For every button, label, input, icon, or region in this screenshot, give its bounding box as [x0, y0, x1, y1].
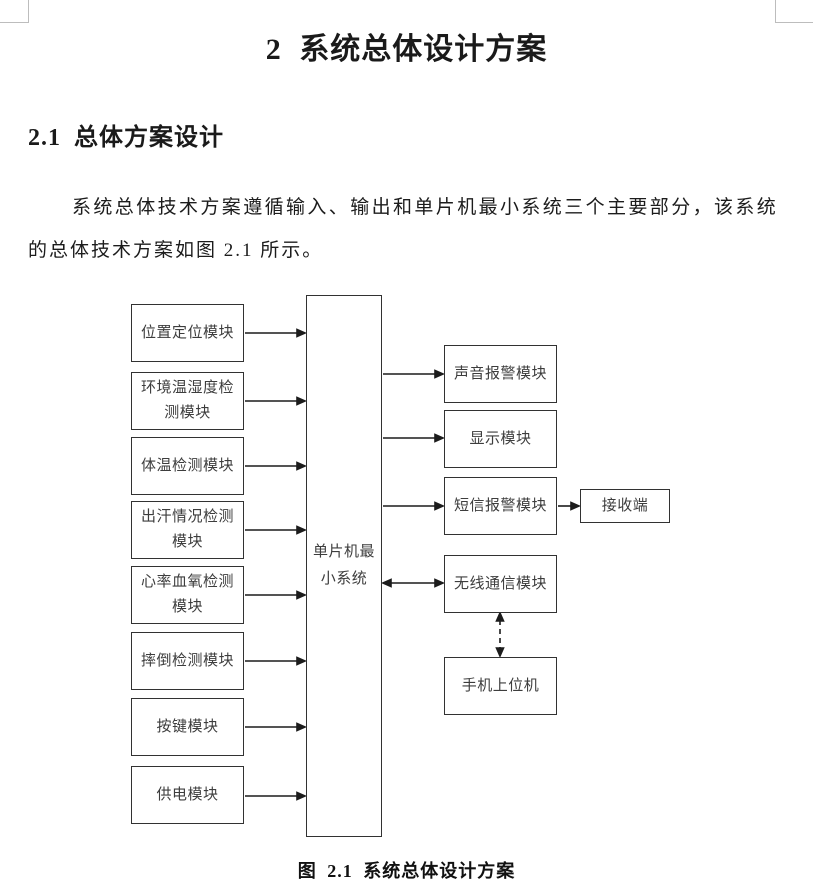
box-label: 短信报警模块: [453, 497, 547, 514]
input-module-box-power: 供电模块: [131, 766, 244, 824]
receiver-box: 接收端: [580, 489, 670, 523]
input-module-box-sweat: 出汗情况检测模块: [131, 501, 244, 559]
input-module-box-heart-rate: 心率血氧检测模块: [131, 566, 244, 624]
box-label: 环境温湿度检测模块: [140, 380, 234, 421]
box-label: 显示模块: [469, 430, 532, 447]
input-module-box-buttons: 按键模块: [131, 698, 244, 756]
box-label: 体温检测模块: [140, 457, 234, 474]
box-label: 心率血氧检测模块: [140, 574, 234, 615]
box-label: 摔倒检测模块: [140, 652, 234, 669]
mcu-minimal-system-box: 单片机最 小系统: [306, 295, 382, 837]
input-module-box-fall-detect: 摔倒检测模块: [131, 632, 244, 690]
box-label-line-1: 单片机最: [312, 544, 375, 560]
box-label: 接收端: [601, 497, 649, 514]
wireless-to-phone-dashed-arrow: [495, 611, 505, 658]
input-module-box-temp-humidity: 环境温湿度检测模块: [131, 372, 244, 430]
body-paragraph-line-2: 的总体技术方案如图 2.1 所示。: [28, 240, 324, 261]
box-label-line-2: 小系统: [320, 571, 368, 587]
input-module-box-position: 位置定位模块: [131, 304, 244, 362]
output-module-box-display: 显示模块: [444, 410, 557, 468]
page-margin-mark-top-right: [775, 0, 813, 23]
body-paragraph-line-1: 系统总体技术方案遵循输入、输出和单片机最小系统三个主要部分，该系统: [72, 197, 779, 218]
output-module-box-phone-host: 手机上位机: [444, 657, 557, 715]
box-label: 供电模块: [156, 786, 219, 803]
input-arrows: [245, 328, 307, 801]
box-label: 无线通信模块: [453, 575, 547, 592]
input-module-box-body-temp: 体温检测模块: [131, 437, 244, 495]
page-margin-mark-top-left: [0, 0, 29, 23]
box-label: 手机上位机: [461, 677, 540, 694]
section-heading: 2.1 总体方案设计: [28, 125, 224, 151]
box-label: 位置定位模块: [140, 324, 234, 341]
chapter-title: 2 系统总体设计方案: [265, 33, 548, 66]
output-module-box-sms-alarm: 短信报警模块: [444, 477, 557, 535]
box-label: 声音报警模块: [453, 365, 547, 382]
output-module-box-sound-alarm: 声音报警模块: [444, 345, 557, 403]
figure-caption: 图 2.1 系统总体设计方案: [297, 861, 516, 881]
output-module-box-wireless: 无线通信模块: [444, 555, 557, 613]
box-label: 按键模块: [156, 718, 219, 735]
box-label: 出汗情况检测模块: [140, 509, 234, 550]
